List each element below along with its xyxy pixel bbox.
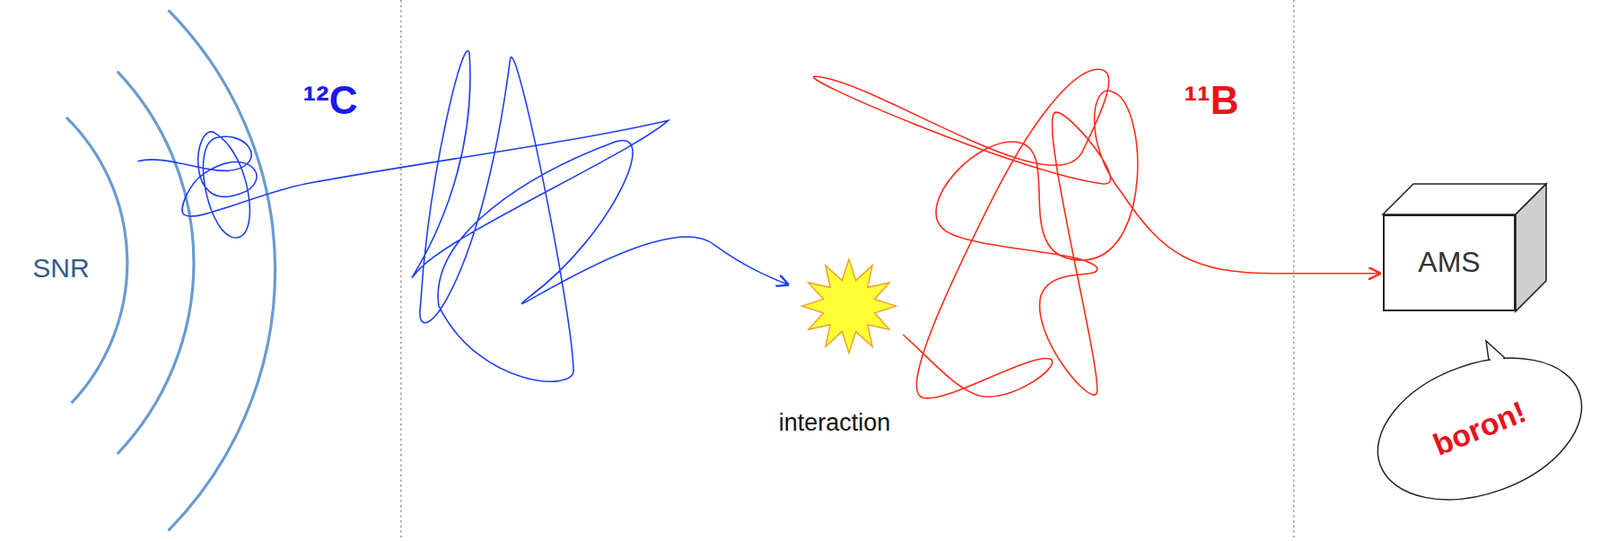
bubble-tail [1486, 340, 1505, 360]
event-label: interaction [778, 410, 892, 438]
divider-line [1293, 0, 1294, 541]
carbon-trajectory [138, 51, 788, 383]
cube-side [1515, 183, 1547, 312]
divider-line [400, 0, 402, 541]
box-label: AMS [1417, 246, 1480, 279]
bubble-gap [1490, 358, 1504, 360]
bubble-ellipse [1357, 332, 1600, 526]
shock-arc [117, 71, 194, 455]
boron-trajectory [813, 69, 1381, 399]
region-label: SNR [32, 253, 89, 283]
shock-arc [168, 9, 276, 531]
detector-box: AMS [1382, 214, 1516, 312]
nucleus-label: ¹¹B [1183, 78, 1239, 123]
speech-bubble: boron! [1358, 348, 1600, 510]
interaction-burst [802, 259, 897, 354]
nucleus-label: ¹²C [302, 78, 358, 123]
